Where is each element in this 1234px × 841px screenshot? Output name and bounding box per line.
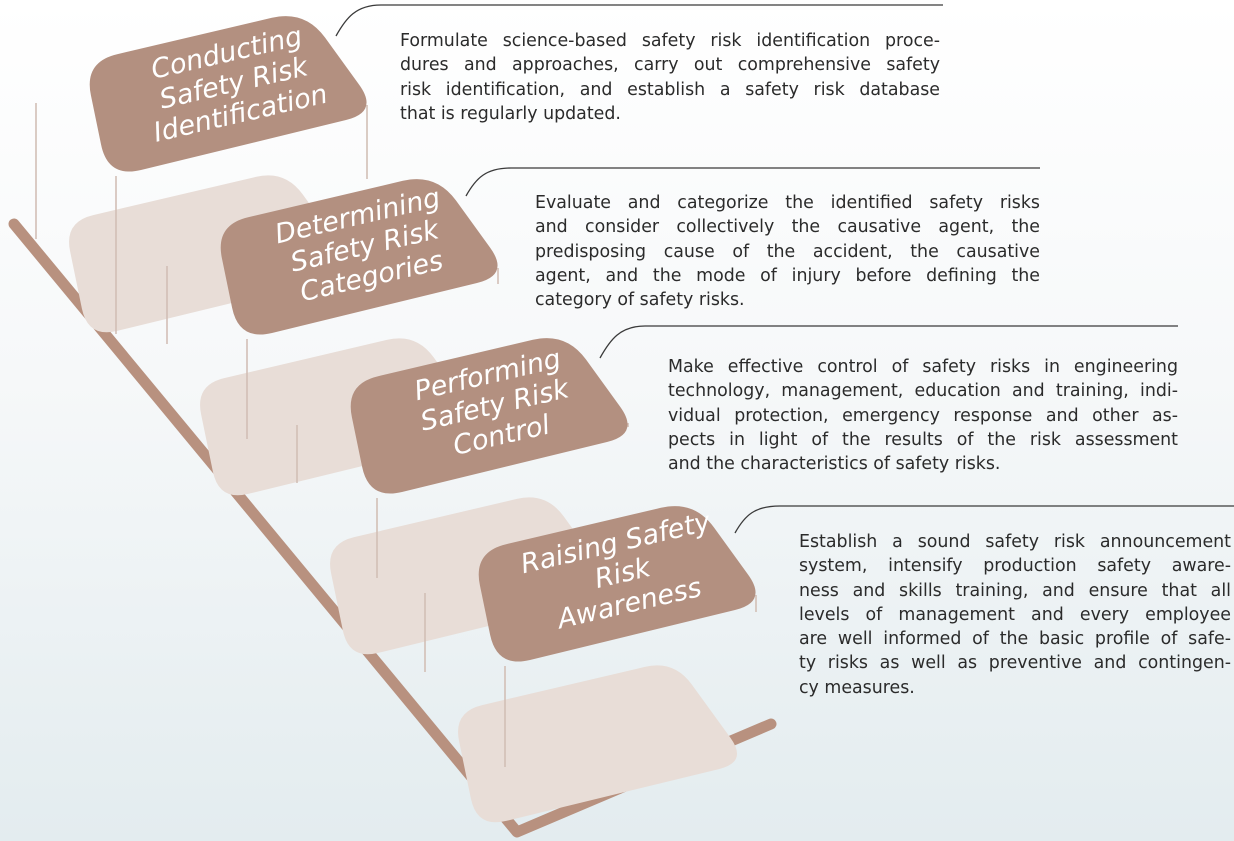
description-line: agent, and the mode of injury before def…: [535, 265, 1040, 286]
leader-line: [335, 4, 943, 37]
description-line: Evaluate and categorize the identified s…: [535, 193, 1040, 213]
step-3-description: Make effective control of safety risks i…: [668, 355, 1178, 476]
description-line: category of safety risks.: [535, 290, 745, 311]
description-line: Formulate science-based safety risk iden…: [400, 31, 940, 51]
step-card: [478, 506, 756, 662]
step-1-description: Formulate science-based safety risk iden…: [400, 29, 940, 126]
description-line: ness and skills training, and ensure tha…: [799, 580, 1231, 601]
step-title: ConductingSafety RiskIdentification: [137, 18, 331, 149]
step-card: [89, 16, 367, 172]
description-line: system, intensify production safety awar…: [799, 556, 1231, 577]
description-line: pects in light of the results of the ris…: [668, 429, 1178, 450]
description-line: and consider collectively the causative …: [535, 217, 1040, 238]
description-line: technology, management, education and tr…: [668, 381, 1178, 402]
description-line: Make effective control of safety risks i…: [668, 357, 1178, 377]
description-line: are well informed of the basic profile o…: [799, 629, 1231, 650]
description-line: risk identification, and establish a saf…: [400, 79, 940, 100]
description-line: and the characteristics of safety risks.: [668, 454, 1001, 475]
step-shadow: [458, 665, 738, 823]
leader-line: [465, 167, 1040, 197]
description-line: cy measures.: [799, 677, 915, 698]
description-line: ty risks as well as preventive and conti…: [799, 653, 1231, 674]
description-line: dures and approaches, carry out comprehe…: [400, 55, 940, 76]
step-1: ConductingSafety RiskIdentification: [35, 4, 943, 334]
description-line: Establish a sound safety risk announceme…: [799, 532, 1231, 552]
description-line: predisposing cause of the accident, the …: [535, 241, 1040, 262]
description-line: levels of management and every employee: [799, 604, 1231, 625]
description-line: that is regularly updated.: [400, 103, 621, 124]
step-card: [220, 179, 498, 335]
step-2-description: Evaluate and categorize the identified s…: [535, 191, 1040, 312]
step-4-description: Establish a sound safety risk announceme…: [799, 530, 1231, 700]
leader-line: [734, 505, 1234, 534]
step-card: [350, 338, 628, 494]
description-line: vidual protection, emergency response an…: [668, 405, 1178, 426]
steps-layer: ConductingSafety RiskIdentificationDeter…: [35, 4, 1234, 823]
step-4: Raising SafetyRiskAwareness: [424, 505, 1234, 823]
leader-line: [599, 325, 1178, 359]
